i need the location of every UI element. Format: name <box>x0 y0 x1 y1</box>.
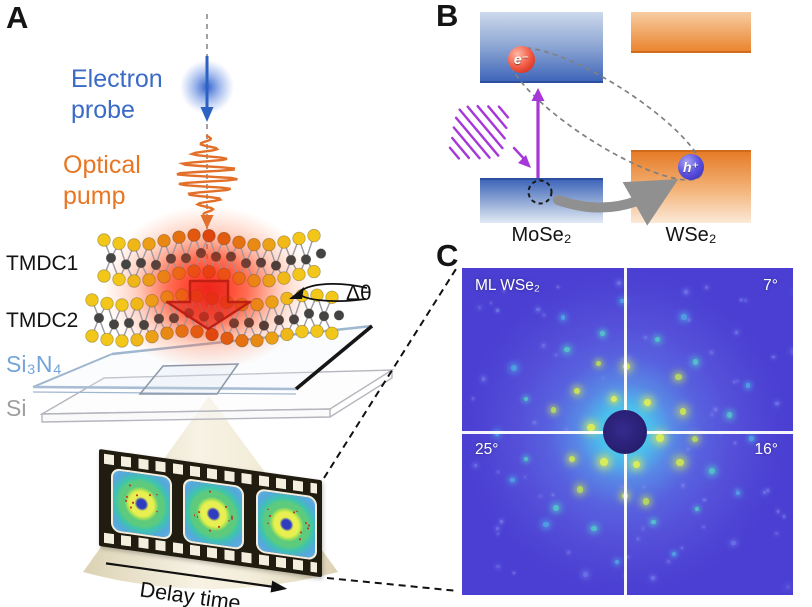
mose2-valence-band <box>480 178 603 223</box>
photon-pulse <box>448 104 531 168</box>
optical-pump-line2: pump <box>63 182 126 210</box>
pump-arrow-head <box>200 215 214 229</box>
tmdc1-label: TMDC1 <box>6 252 79 275</box>
hole-symbol: h⁺ <box>683 158 699 175</box>
delay-time-group: Delay time <box>98 556 292 607</box>
excitation-up-arrow-head <box>531 88 545 101</box>
panel-b-overlay <box>448 47 704 226</box>
diffraction-frame-2 <box>183 477 244 551</box>
wse2-label: WSe₂ <box>665 224 717 246</box>
electron-probe-line2: probe <box>71 96 135 124</box>
hole-transfer-arrow <box>553 179 679 226</box>
delay-time-arrow <box>105 562 288 593</box>
angle-label-25: 25° <box>475 441 499 458</box>
mose2-label: MoSe₂ <box>511 224 572 246</box>
electron-probe-label: Electron probe <box>71 64 163 126</box>
electron-ball: e⁻ <box>508 46 535 73</box>
electron-arrow-head <box>200 107 214 122</box>
electron-symbol: e⁻ <box>513 51 530 67</box>
excitation-arrow <box>165 279 252 331</box>
angle-label-7: 7° <box>763 277 778 294</box>
electron-probe-line1: Electron <box>71 65 163 93</box>
pump-pulse <box>176 134 238 216</box>
hole-vacancy-circle <box>527 179 553 205</box>
diffraction-frame-1 <box>111 467 172 541</box>
panel-b-label: B <box>436 0 459 33</box>
si-label: Si <box>6 395 27 421</box>
si3n4-label: Si₃N₄ <box>6 351 62 377</box>
tmdc2-label: TMDC2 <box>6 309 79 332</box>
optical-pump-label: Optical pump <box>63 150 141 212</box>
beam-stop <box>603 410 647 454</box>
diffraction-frame-3 <box>256 488 317 561</box>
sample-label: ML WSe₂ <box>475 277 540 294</box>
hole-ball: h⁺ <box>678 154 704 180</box>
panel-c-label: C <box>436 238 459 273</box>
panel-a-label: A <box>6 0 29 35</box>
wse2-conduction-band <box>631 12 751 53</box>
diffraction-image: ML WSe₂ 7° 25° 16° <box>462 268 793 595</box>
optical-pump-line1: Optical <box>63 151 141 179</box>
mose2-conduction-band <box>480 12 603 83</box>
angle-label-16: 16° <box>754 441 778 458</box>
